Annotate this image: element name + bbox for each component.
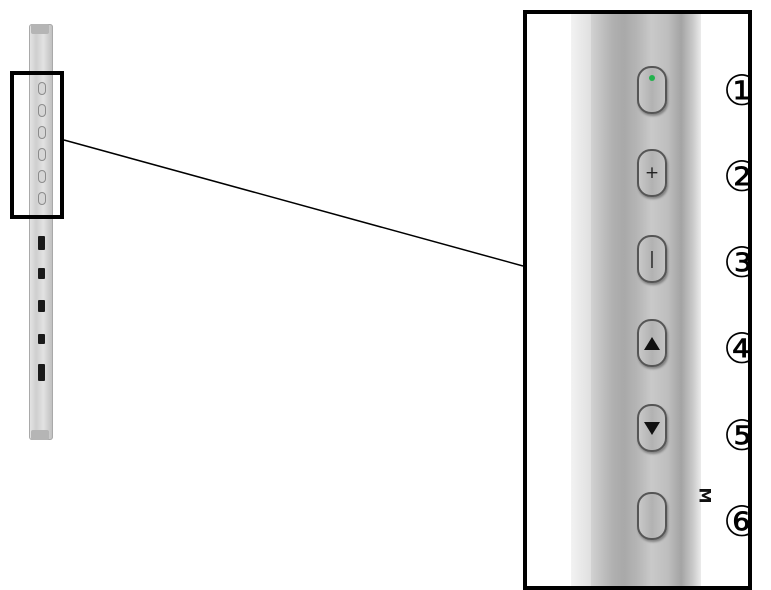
minus-button: | [637,235,667,283]
up-triangle-icon [644,336,660,350]
mini-power-button [38,82,46,95]
mini-down-button [38,170,46,183]
up-button [637,319,667,367]
callout-number-5: ⑤ [723,415,748,457]
plus-button: + [637,149,667,197]
leader-line [63,139,524,267]
plus-icon: + [644,162,660,183]
minus-icon: | [649,248,655,269]
callout-number-1: ① [723,70,748,112]
mini-minus-button [38,126,46,139]
bezel-edge-light [571,14,593,586]
power-led-icon [649,75,655,81]
port-4 [38,334,45,344]
monitor-side-view [29,24,53,440]
device-bottom-cap [31,430,49,440]
down-triangle-icon [644,421,660,435]
menu-label: M [695,487,715,504]
callout-number-3: ③ [723,242,748,284]
menu-button [637,492,667,540]
port-1 [38,236,45,250]
callout-number-4: ④ [723,328,748,370]
port-2 [38,268,45,279]
port-5 [38,364,45,381]
zoom-detail-panel: + | M ① ② ③ ④ ⑤ ⑥ [523,10,752,590]
mini-up-button [38,148,46,161]
callout-number-2: ② [723,156,748,198]
port-3 [38,300,45,312]
down-button [637,404,667,452]
power-button [637,66,667,114]
device-top-cap [31,24,49,34]
zoom-region-marker [10,71,64,219]
mini-plus-button [38,104,46,117]
mini-menu-button [38,192,46,205]
callout-number-6: ⑥ [723,501,748,543]
